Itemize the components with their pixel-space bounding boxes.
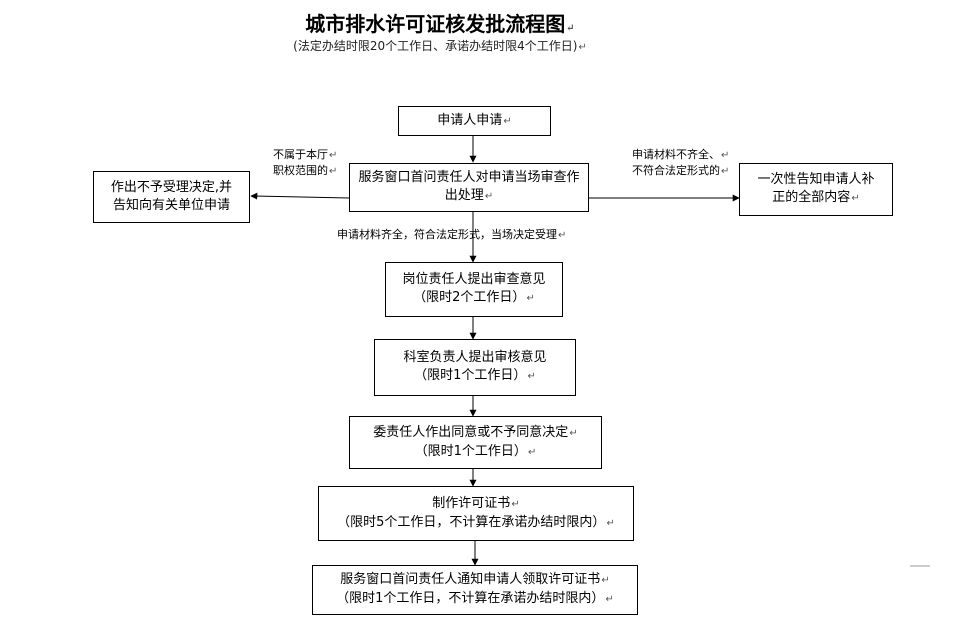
node-supplement: 一次性告知申请人补 正的全部内容↵	[739, 163, 893, 216]
label-accept-condition: 申请材料齐全，符合法定形式，当场决定受理↵	[337, 228, 567, 241]
page-subtitle: (法定办结时限20个工作日、承诺办结时限4个工作日)↵	[293, 39, 587, 53]
node-make-license: 制作许可证书↵ （限时5个工作日，不计算在承诺办结时限内）↵	[318, 486, 634, 541]
node-committee-decision: 委责任人作出同意或不予同意决定↵ （限时1个工作日）↵	[349, 416, 602, 469]
label-right-branch: 申请材料不齐全、↵ 不符合法定形式的↵	[632, 148, 730, 177]
node-apply: 申请人申请↵	[398, 106, 551, 136]
page-title: 城市排水许可证核发批流程图↵	[305, 12, 575, 36]
node-notify-pickup: 服务窗口首问责任人通知申请人领取许可证书↵ （限时1个工作日，不计算在承诺办结时…	[312, 565, 638, 615]
node-post-review: 岗位责任人提出审查意见 （限时2个工作日）↵	[385, 262, 563, 317]
label-left-branch: 不属于本厅↵ 职权范围的↵	[273, 148, 338, 177]
node-section-review: 科室负责人提出审核意见 （限时1个工作日）↵	[374, 339, 576, 396]
node-service-window: 服务窗口首问责任人对申请当场审查作出处理↵	[349, 163, 589, 212]
arrow-service-to-not-accepted	[250, 192, 350, 200]
node-not-accepted: 作出不予受理决定,并 告知向有关单位申请	[93, 171, 250, 223]
